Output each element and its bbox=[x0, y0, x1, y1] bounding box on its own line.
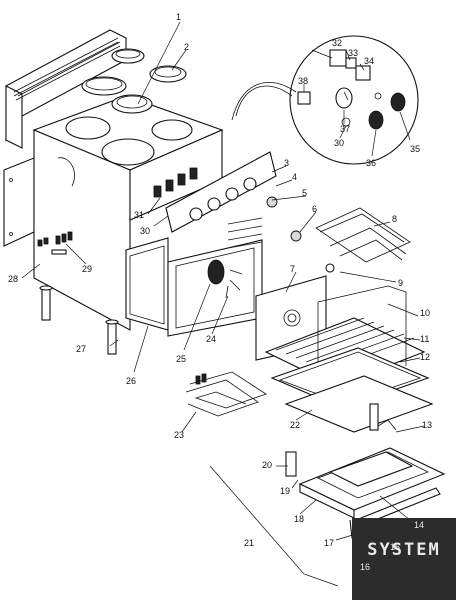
callout-6: 6 bbox=[312, 204, 317, 214]
callout-18: 18 bbox=[294, 514, 304, 524]
clips bbox=[37, 231, 73, 255]
oven-fan bbox=[207, 259, 243, 299]
callout-28: 28 bbox=[8, 274, 18, 284]
cooker-body bbox=[32, 48, 224, 331]
lower-element bbox=[185, 371, 267, 417]
callout-10: 10 bbox=[420, 308, 430, 318]
callout-3: 3 bbox=[284, 158, 289, 168]
section-line bbox=[209, 465, 339, 587]
callout-4: 4 bbox=[292, 172, 297, 182]
callout-30: 30 bbox=[140, 226, 150, 236]
callout-17: 17 bbox=[324, 538, 334, 548]
callout-22: 22 bbox=[290, 420, 300, 430]
callout-9: 9 bbox=[398, 278, 403, 288]
feet bbox=[39, 285, 119, 355]
system-watermark: 14 15 SYSTEM 16 bbox=[352, 518, 456, 600]
callout-36: 36 bbox=[366, 158, 376, 168]
callout-32: 32 bbox=[332, 38, 342, 48]
grill-element bbox=[315, 207, 411, 273]
oven-front-frame bbox=[167, 217, 263, 337]
leader-lines bbox=[21, 21, 425, 545]
callout-13: 13 bbox=[422, 420, 432, 430]
callout-26: 26 bbox=[126, 376, 136, 386]
watermark-text: SYSTEM bbox=[367, 540, 441, 560]
callout-16: 16 bbox=[360, 562, 371, 572]
callout-29: 29 bbox=[82, 264, 92, 274]
callout-20: 20 bbox=[262, 460, 272, 470]
callout-23: 23 bbox=[174, 430, 184, 440]
oven-cavity bbox=[125, 237, 169, 331]
callout-27: 27 bbox=[76, 344, 86, 354]
callout-8: 8 bbox=[392, 214, 397, 224]
callout-14: 14 bbox=[414, 520, 425, 530]
side-panel bbox=[3, 157, 35, 247]
hotplates bbox=[65, 48, 193, 166]
callout-35: 35 bbox=[410, 144, 420, 154]
callout-12: 12 bbox=[420, 352, 430, 362]
callout-34: 34 bbox=[364, 56, 374, 66]
callout-30-detail: 30 bbox=[334, 138, 344, 148]
callout-7: 7 bbox=[290, 264, 295, 274]
callout-1: 1 bbox=[176, 12, 181, 22]
callout-19: 19 bbox=[280, 486, 290, 496]
callout-5: 5 bbox=[302, 188, 307, 198]
callout-31: 31 bbox=[134, 210, 144, 220]
callout-11: 11 bbox=[420, 334, 429, 344]
callout-25: 25 bbox=[176, 354, 186, 364]
callout-37: 37 bbox=[340, 124, 350, 134]
callout-15: 15 bbox=[390, 542, 401, 552]
detail-magnifier bbox=[231, 35, 419, 165]
callout-2: 2 bbox=[184, 42, 189, 52]
callout-38: 38 bbox=[298, 76, 308, 86]
drip-tray bbox=[284, 375, 434, 433]
control-switches bbox=[153, 167, 198, 198]
callout-21: 21 bbox=[244, 538, 254, 548]
callout-labels: 1 2 3 4 5 6 7 8 9 10 11 12 13 17 18 19 2… bbox=[8, 12, 432, 548]
callout-33: 33 bbox=[348, 48, 358, 58]
callout-24: 24 bbox=[206, 334, 216, 344]
